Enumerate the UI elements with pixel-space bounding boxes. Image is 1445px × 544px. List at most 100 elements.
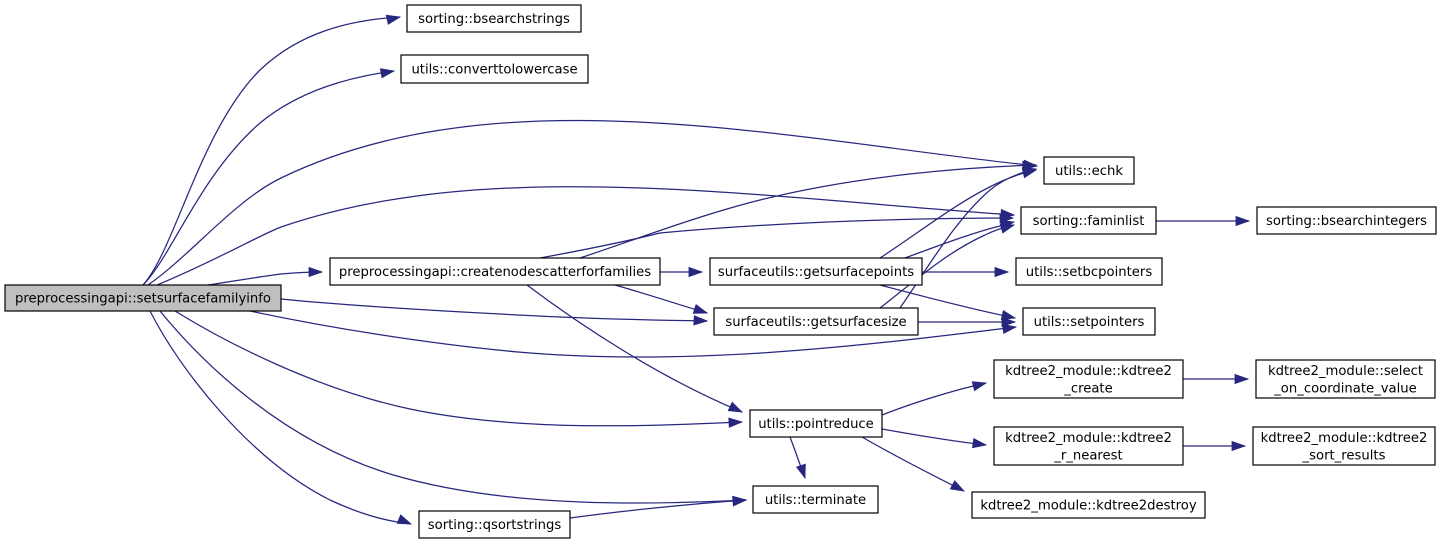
node-label: sorting::bsearchstrings [418,12,570,27]
edge-setsurfacefamilyinfo-to-pointreduce [174,310,743,427]
arrowhead [971,381,988,392]
node-label: kdtree2_module::kdtree2 [1005,364,1172,379]
arrowhead [949,480,966,492]
arrowhead [732,496,748,507]
edge-pointreduce-to-kdtree2destroy [861,436,965,492]
node-getsurfacesize[interactable]: surfaceutils::getsurfacesize [713,307,919,336]
node-label: surfaceutils::getsurfacepoints [718,265,914,280]
arrowhead [385,14,402,25]
node-label: utils::pointreduce [758,417,874,432]
edge-setsurfacefamilyinfo-to-getsurfacesize [280,298,708,322]
arrowhead [728,417,744,428]
node-label: sorting::faminlist [1033,214,1145,229]
node-converttolowercase[interactable]: utils::converttolowercase [400,54,589,84]
arrowhead [396,514,413,525]
node-box [400,54,589,84]
node-label: surfaceutils::getsurfacesize [725,315,906,330]
node-setpointers[interactable]: utils::setpointers [1022,307,1156,336]
node-kdtree2_sort_results[interactable]: kdtree2_module::kdtree2_sort_results [1252,426,1436,466]
node-label: kdtree2_module::kdtree2 [1261,431,1428,446]
edge-setsurfacefamilyinfo-to-terminate [159,310,747,504]
node-box [1020,206,1157,235]
node-bsearchintegers[interactable]: sorting::bsearchintegers [1256,206,1437,235]
node-kdtree2destroy[interactable]: kdtree2_module::kdtree2destroy [971,491,1206,519]
node-terminate[interactable]: utils::terminate [752,485,879,514]
arrowhead [972,438,988,449]
node-box [971,491,1206,519]
arrowhead-layer [308,14,1251,525]
node-box [329,257,661,286]
edge-setsurfacefamilyinfo-to-converttolowercase [142,70,395,286]
edge-setsurfacefamilyinfo-to-qsortstrings [149,310,412,525]
node-label: kdtree2_module::kdtree2 [1005,431,1172,446]
arrowhead [692,303,709,314]
node-label: kdtree2_module::select [1268,364,1423,379]
node-box [1252,426,1436,466]
node-label: _create [1063,381,1112,396]
node-label: _on_coordinate_value [1273,381,1417,396]
node-box [709,257,923,286]
arrowhead [999,223,1016,234]
node-label: utils::converttolowercase [411,63,577,78]
node-faminlist[interactable]: sorting::faminlist [1020,206,1157,235]
arrowhead [693,315,709,326]
edge-createnodescatterforfamilies-to-faminlist [539,217,1014,259]
node-box [749,409,883,438]
node-box [1255,359,1436,399]
edge-setsurfacefamilyinfo-to-setpointers [249,310,1017,358]
edge-createnodescatterforfamilies-to-getsurfacesize [614,284,708,314]
node-bsearchstrings[interactable]: sorting::bsearchstrings [406,4,582,33]
node-label: preprocessingapi::setsurfacefamilyinfo [15,292,271,307]
arrowhead [1231,440,1247,452]
edge-setsurfacefamilyinfo-to-faminlist [156,186,1015,286]
node-label: utils::setpointers [1034,315,1145,330]
node-label: sorting::bsearchintegers [1266,214,1427,229]
node-select_on_coordinate_value[interactable]: kdtree2_module::select_on_coordinate_val… [1255,359,1436,399]
node-pointreduce[interactable]: utils::pointreduce [749,409,883,438]
edge-pointreduce-to-kdtree2_create [881,382,987,416]
edge-createnodescatterforfamilies-to-pointreduce [526,284,743,413]
node-box [406,4,582,33]
arrowhead [1235,215,1251,227]
node-createnodescatterforfamilies[interactable]: preprocessingapi::createnodescatterforfa… [329,257,661,286]
node-box [4,284,282,312]
arrowhead [308,266,324,278]
node-label: _r_nearest [1053,448,1122,463]
node-label: utils::echk [1055,164,1123,179]
node-setbcpointers[interactable]: utils::setbcpointers [1015,257,1163,286]
edge-qsortstrings-to-terminate [569,499,747,519]
arrowhead [1002,323,1018,334]
edge-setsurfacefamilyinfo-to-bsearchstrings [142,16,401,286]
node-setsurfacefamilyinfo[interactable]: preprocessingapi::setsurfacefamilyinfo [4,284,282,312]
node-kdtree2_create[interactable]: kdtree2_module::kdtree2_create [993,359,1184,399]
node-qsortstrings[interactable]: sorting::qsortstrings [418,510,571,539]
arrowhead [1234,373,1250,385]
arrowhead [379,68,396,79]
arrowhead [994,266,1010,278]
node-box [752,485,879,514]
edge-setsurfacefamilyinfo-to-createnodescatterforfamilies [207,271,323,286]
node-kdtree2_r_nearest[interactable]: kdtree2_module::kdtree2_r_nearest [993,426,1184,466]
node-echk[interactable]: utils::echk [1043,156,1135,185]
arrowhead [1001,316,1017,328]
node-box [713,307,919,336]
node-label: kdtree2_module::kdtree2destroy [980,499,1196,514]
node-label: utils::terminate [765,493,866,508]
node-label: preprocessingapi::createnodescatterforfa… [339,265,651,280]
arrowhead [727,401,744,413]
edge-getsurfacepoints-to-faminlist [904,221,1015,259]
node-box [1256,206,1437,235]
edge-setsurfacefamilyinfo-to-echk [147,119,1038,286]
edge-getsurfacepoints-to-setpointers [879,284,1016,319]
node-box [1022,307,1156,336]
edge-getsurfacesize-to-echk [899,168,1037,309]
node-label: sorting::qsortstrings [428,518,562,533]
node-box [993,359,1184,399]
node-layer: preprocessingapi::setsurfacefamilyinfoso… [4,4,1437,539]
node-box [418,510,571,539]
node-box [993,426,1184,466]
node-getsurfacepoints[interactable]: surfaceutils::getsurfacepoints [709,257,923,286]
node-box [1043,156,1135,185]
